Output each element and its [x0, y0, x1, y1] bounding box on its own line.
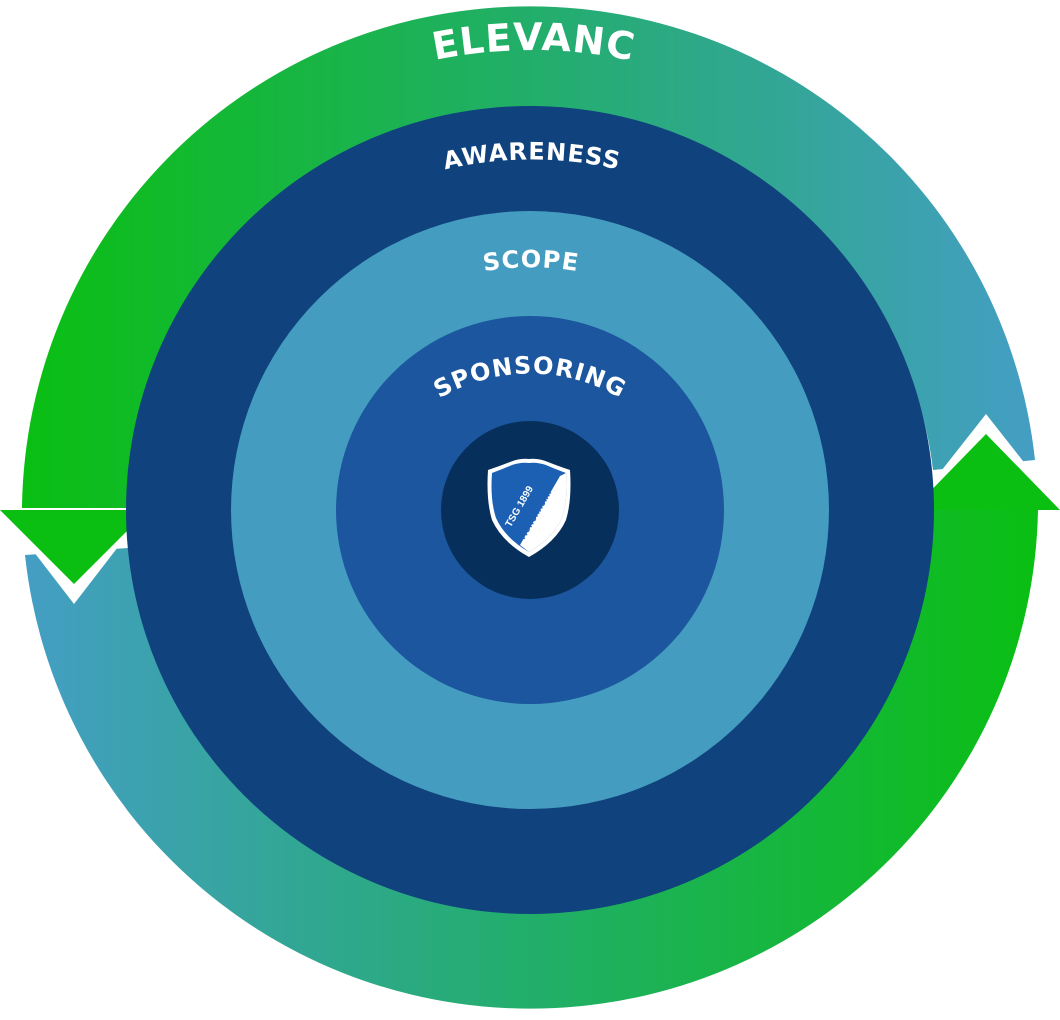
scope-label: SCOPE [481, 245, 581, 277]
club-crest-icon: TSG 1899 Hoffenheim [487, 458, 571, 557]
arrow-head-right [912, 434, 1060, 510]
crest-diagonal [520, 473, 567, 552]
cycle-arrow-left [0, 508, 148, 604]
relevance-arc-bottom [25, 510, 1038, 1009]
relevance-arc-top [22, 6, 1035, 511]
cycle-arrow-right [912, 414, 1060, 510]
arrow-head-left [0, 510, 148, 584]
relevance-ring [22, 6, 1038, 1009]
